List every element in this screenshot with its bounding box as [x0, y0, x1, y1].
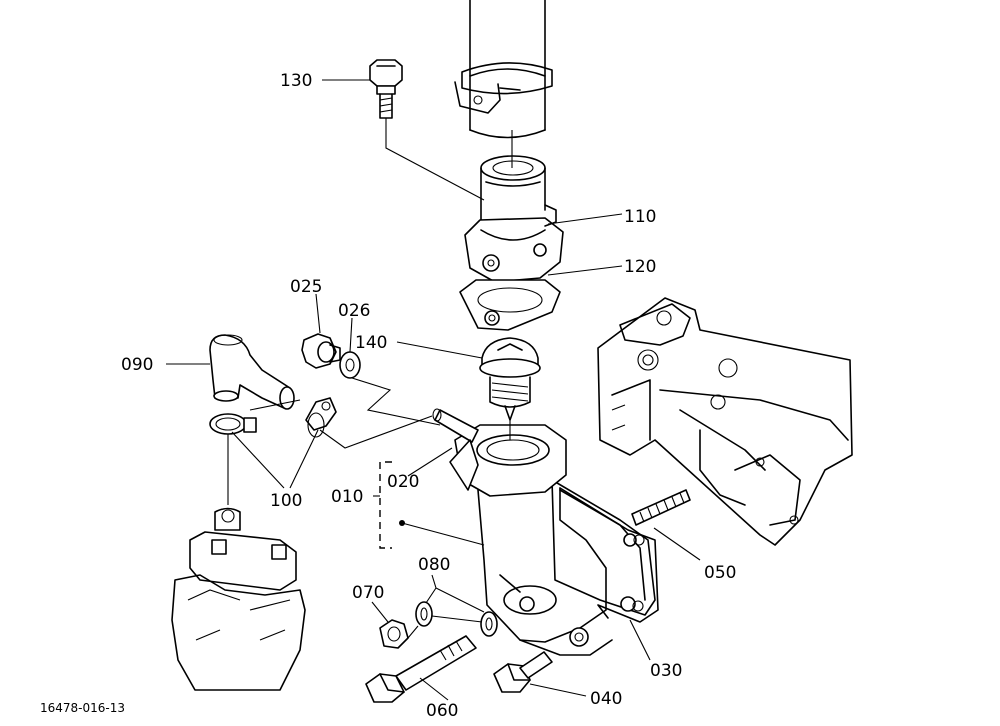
label-090: 090 — [121, 355, 153, 375]
label-120: 120 — [624, 257, 656, 277]
label-030: 030 — [650, 661, 682, 681]
label-050: 050 — [704, 563, 736, 583]
label-040: 040 — [590, 689, 622, 709]
radiator-hose-upper — [454, 0, 553, 139]
thermostat-housing-010 — [454, 424, 656, 656]
nut-070 — [379, 619, 409, 649]
thermostat-140 — [479, 337, 541, 421]
bolt-130 — [369, 59, 403, 119]
washer-080-a — [415, 601, 433, 627]
bolt-040 — [493, 651, 553, 693]
washer-026 — [339, 351, 361, 379]
label-130: 130 — [280, 71, 312, 91]
drawing-code: 16478-016-13 — [40, 701, 125, 715]
hose-clamp-100-left — [209, 413, 257, 435]
label-080: 080 — [418, 555, 450, 575]
label-070: 070 — [352, 583, 384, 603]
stud-bolt-050 — [631, 489, 691, 526]
callout-leaders — [166, 79, 701, 701]
group-bracket-010 — [379, 461, 485, 549]
washer-080-b — [480, 611, 498, 637]
water-pump-flange — [171, 507, 306, 691]
bolt-060 — [365, 635, 477, 703]
thermostat-cover-110 — [464, 155, 564, 283]
gasket-030 — [559, 487, 659, 623]
label-110: 110 — [624, 207, 656, 227]
label-025: 025 — [290, 277, 322, 297]
label-100: 100 — [270, 491, 302, 511]
label-010: 010 — [331, 487, 363, 507]
label-140: 140 — [355, 333, 387, 353]
hose-clamp-100-right — [305, 397, 337, 438]
assembly-lines — [227, 118, 513, 639]
label-060: 060 — [426, 701, 458, 721]
bypass-nipple-020 — [432, 408, 479, 491]
label-020: 020 — [387, 472, 419, 492]
plug-025 — [301, 333, 341, 369]
gasket-120 — [459, 279, 561, 331]
bypass-hose-090 — [209, 334, 295, 410]
label-026: 026 — [338, 301, 370, 321]
engine-block — [597, 297, 853, 546]
